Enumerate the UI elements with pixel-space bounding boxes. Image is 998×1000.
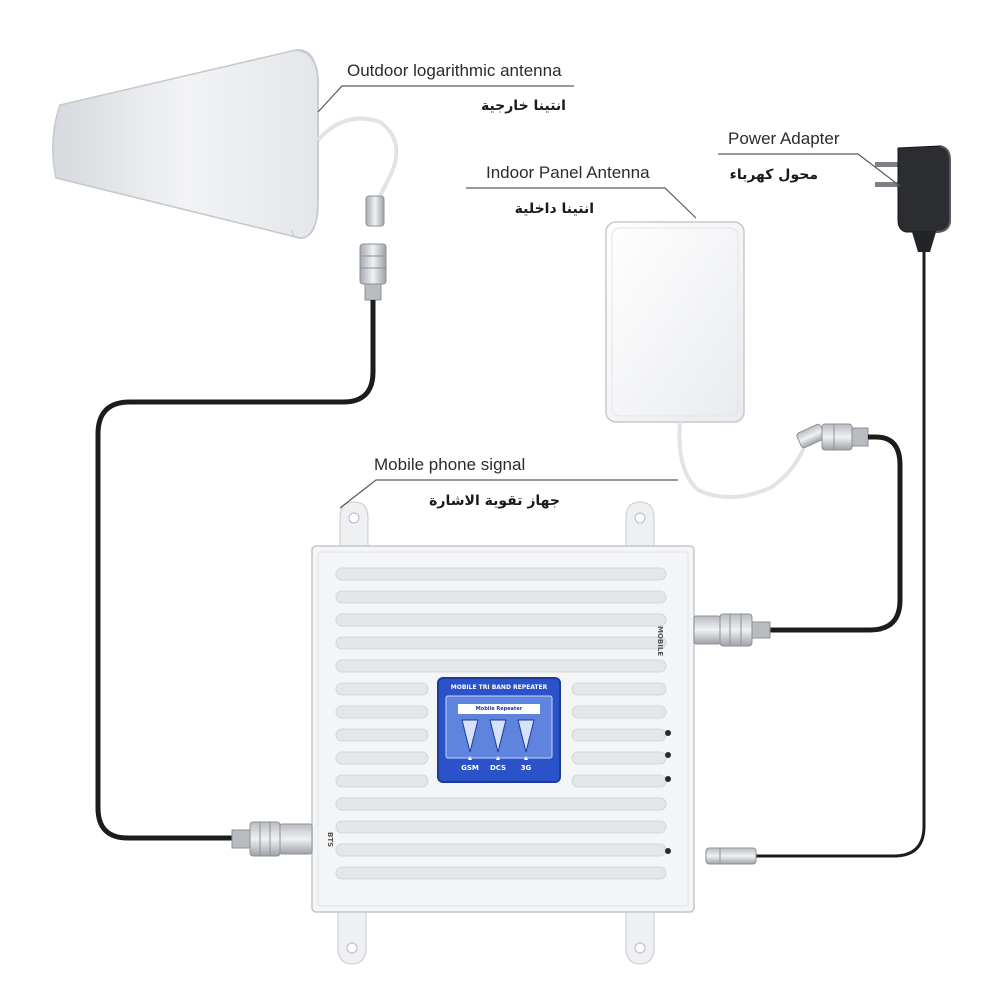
outdoor-antenna <box>52 49 320 239</box>
display-title: MOBILE TRI BAND REPEATER <box>450 684 548 691</box>
indoor-cable <box>768 434 903 633</box>
repeater-mobile-port <box>693 613 771 647</box>
indoor-n-connector <box>821 423 869 451</box>
power-adapter <box>875 145 951 252</box>
repeater-leader <box>339 479 678 509</box>
band-label-gsm: GSM <box>461 764 479 772</box>
power-cable <box>756 252 926 858</box>
band-label-3g: 3G <box>520 764 532 772</box>
indoor-antenna-label-ar: انتينا داخلية <box>514 201 594 217</box>
outdoor-antenna-label-ar: انتينا خارجية <box>480 98 566 114</box>
outdoor-antenna-pigtail-connector <box>365 195 385 227</box>
band-label-dcs: DCS <box>489 764 507 772</box>
outdoor-antenna-pigtail <box>316 116 399 201</box>
mobile-port-label: MOBILE <box>656 626 664 657</box>
outdoor-antenna-leader <box>317 85 574 113</box>
power-adapter-label: Power Adapter <box>728 129 840 148</box>
status-leds <box>665 730 671 854</box>
outdoor-cable <box>95 300 376 841</box>
bts-port-label: BTS <box>326 832 334 848</box>
repeater-label-ar: جهاز تقوية الاشارة <box>429 493 560 509</box>
repeater-bts-port <box>231 821 313 857</box>
outdoor-n-connector <box>359 243 387 301</box>
repeater-label: Mobile phone signal <box>374 455 526 474</box>
outdoor-antenna-label: Outdoor logarithmic antenna <box>347 61 562 80</box>
repeater-heatsink-fins <box>335 567 667 880</box>
repeater-display-panel <box>437 677 561 783</box>
indoor-antenna-label: Indoor Panel Antenna <box>486 163 650 182</box>
indoor-antenna-pigtail <box>677 421 806 500</box>
power-adapter-leader <box>718 153 901 187</box>
indoor-panel-antenna <box>605 221 745 423</box>
power-adapter-label-ar: محول كهرباء <box>729 167 818 183</box>
display-subtitle: Mobile Repeater <box>475 706 523 712</box>
indoor-antenna-leader <box>466 187 697 219</box>
repeater-dc-input <box>705 847 757 865</box>
